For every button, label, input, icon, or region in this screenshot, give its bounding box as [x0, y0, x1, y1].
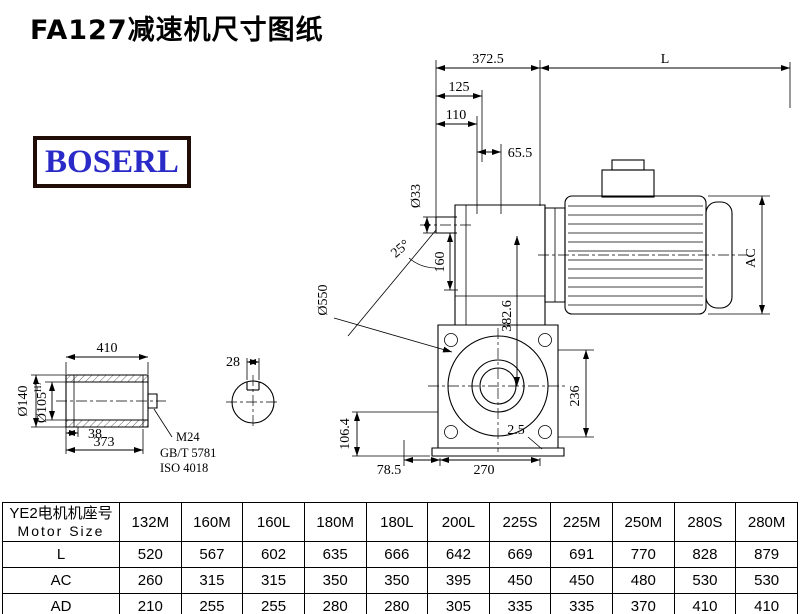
terminal-box	[601, 169, 655, 198]
cell: 335	[488, 593, 552, 614]
table-row-AD: AD 210 255 255 280 280 305 335 335 370 4…	[2, 593, 798, 614]
cell: 669	[488, 541, 552, 568]
size-col: 180M	[303, 502, 367, 542]
bottom-dimension-lines: 2.5 106.4 78.5 270	[338, 411, 543, 478]
size-col: 280S	[673, 502, 737, 542]
size-col: 180L	[365, 502, 429, 542]
motor	[538, 159, 748, 315]
dim-flange-dia-550: Ø550	[316, 284, 331, 315]
page-title: FA127减速机尺寸图纸	[30, 15, 324, 46]
header-cn: YE2电机机座号	[9, 505, 113, 522]
cell: 260	[119, 567, 182, 594]
dim-AC: AC	[744, 248, 759, 267]
size-col: 225M	[550, 502, 613, 542]
dim-bore-105H7: Ø105H7	[33, 380, 50, 423]
cell: 520	[119, 541, 182, 568]
dim-160: 160	[433, 252, 448, 273]
cell: 315	[242, 567, 305, 594]
table-row-L: L 520 567 602 635 666 642 669 691 770 82…	[2, 541, 798, 568]
top-shaft: Ø33 160	[409, 184, 474, 291]
dim-key-28: 28	[226, 355, 240, 370]
dim-110: 110	[446, 108, 466, 123]
table-row-AC: AC 260 315 315 350 350 395 450 450 480 5…	[2, 567, 798, 594]
gearbox-housing: 382.6	[428, 204, 568, 457]
cell: 530	[673, 567, 737, 594]
row-label: AD	[2, 593, 120, 614]
cell: 255	[180, 593, 244, 614]
size-col: 160M	[180, 502, 244, 542]
table-header-motor-size: YE2电机机座号 Motor Size	[2, 502, 120, 542]
cell: 450	[488, 567, 552, 594]
standard-iso4018: ISO 4018	[160, 461, 208, 475]
size-col: 250M	[612, 502, 675, 542]
cell: 450	[550, 567, 613, 594]
dim-372-5: 372.5	[472, 52, 504, 67]
angle-and-diameter-callout: 25° Ø550	[316, 229, 453, 353]
header-en: Motor Size	[17, 523, 105, 539]
size-col: 225S	[488, 502, 552, 542]
cell: 350	[303, 567, 367, 594]
shaft-cross-section: 28	[226, 355, 280, 429]
dim-236: 236	[568, 386, 583, 407]
size-col: 132M	[119, 502, 182, 542]
dim-373: 373	[94, 435, 115, 450]
dim-382-6: 382.6	[500, 300, 515, 332]
dim-38: 38	[88, 427, 102, 442]
cell: 280	[365, 593, 429, 614]
top-dimension-lines: 372.5 L 125 110 65.5	[435, 52, 791, 218]
bore-dia-text: Ø105	[35, 392, 50, 423]
cell: 602	[242, 541, 305, 568]
size-col: 160L	[242, 502, 305, 542]
cell: 370	[612, 593, 675, 614]
dim-410: 410	[97, 341, 118, 356]
cell: 480	[612, 567, 675, 594]
table-header-row: YE2电机机座号 Motor Size 132M 160M 160L 180M …	[2, 502, 798, 542]
bore-tolerance-text: H7	[33, 380, 43, 391]
cell: 828	[673, 541, 737, 568]
row-label: AC	[2, 567, 120, 594]
cell: 335	[550, 593, 613, 614]
boserl-logo: BOSERL	[33, 136, 191, 188]
cell: 350	[365, 567, 429, 594]
cell: 879	[735, 541, 798, 568]
cell: 280	[303, 593, 367, 614]
row-label: L	[2, 541, 120, 568]
thread-spec-M24: M24	[176, 430, 200, 444]
output-shaft-detail: 410 Ø140 Ø105H7 38 373	[16, 341, 216, 475]
size-col: 280M	[735, 502, 798, 542]
cell: 410	[673, 593, 737, 614]
cell: 770	[612, 541, 675, 568]
size-col: 200L	[427, 502, 490, 542]
cell: 642	[427, 541, 490, 568]
dim-2-5: 2.5	[507, 423, 525, 438]
dim-270: 270	[474, 463, 495, 478]
dim-angle-25: 25°	[388, 237, 413, 261]
dim-106-4: 106.4	[338, 418, 353, 450]
cell: 315	[180, 567, 244, 594]
cell: 210	[119, 593, 182, 614]
cell: 255	[242, 593, 305, 614]
dim-125: 125	[449, 80, 470, 95]
cell: 410	[735, 593, 798, 614]
cell: 567	[180, 541, 244, 568]
dim-L: L	[661, 52, 670, 67]
dim-shaft-dia: Ø33	[409, 184, 424, 208]
right-dimension-lines: AC 236	[558, 195, 770, 438]
cell: 395	[427, 567, 490, 594]
motor-size-table: YE2电机机座号 Motor Size 132M 160M 160L 180M …	[2, 502, 798, 614]
cell: 305	[427, 593, 490, 614]
technical-drawing: 372.5 L 125 110 65.5 Ø33 160 25° Ø55	[16, 52, 791, 478]
dim-65-5: 65.5	[508, 146, 533, 161]
cell: 530	[735, 567, 798, 594]
cell: 691	[550, 541, 613, 568]
dim-od-140: Ø140	[16, 385, 31, 416]
standard-gbt5781: GB/T 5781	[160, 446, 216, 460]
dim-78-5: 78.5	[377, 463, 402, 478]
cell: 666	[365, 541, 429, 568]
cell: 635	[303, 541, 367, 568]
